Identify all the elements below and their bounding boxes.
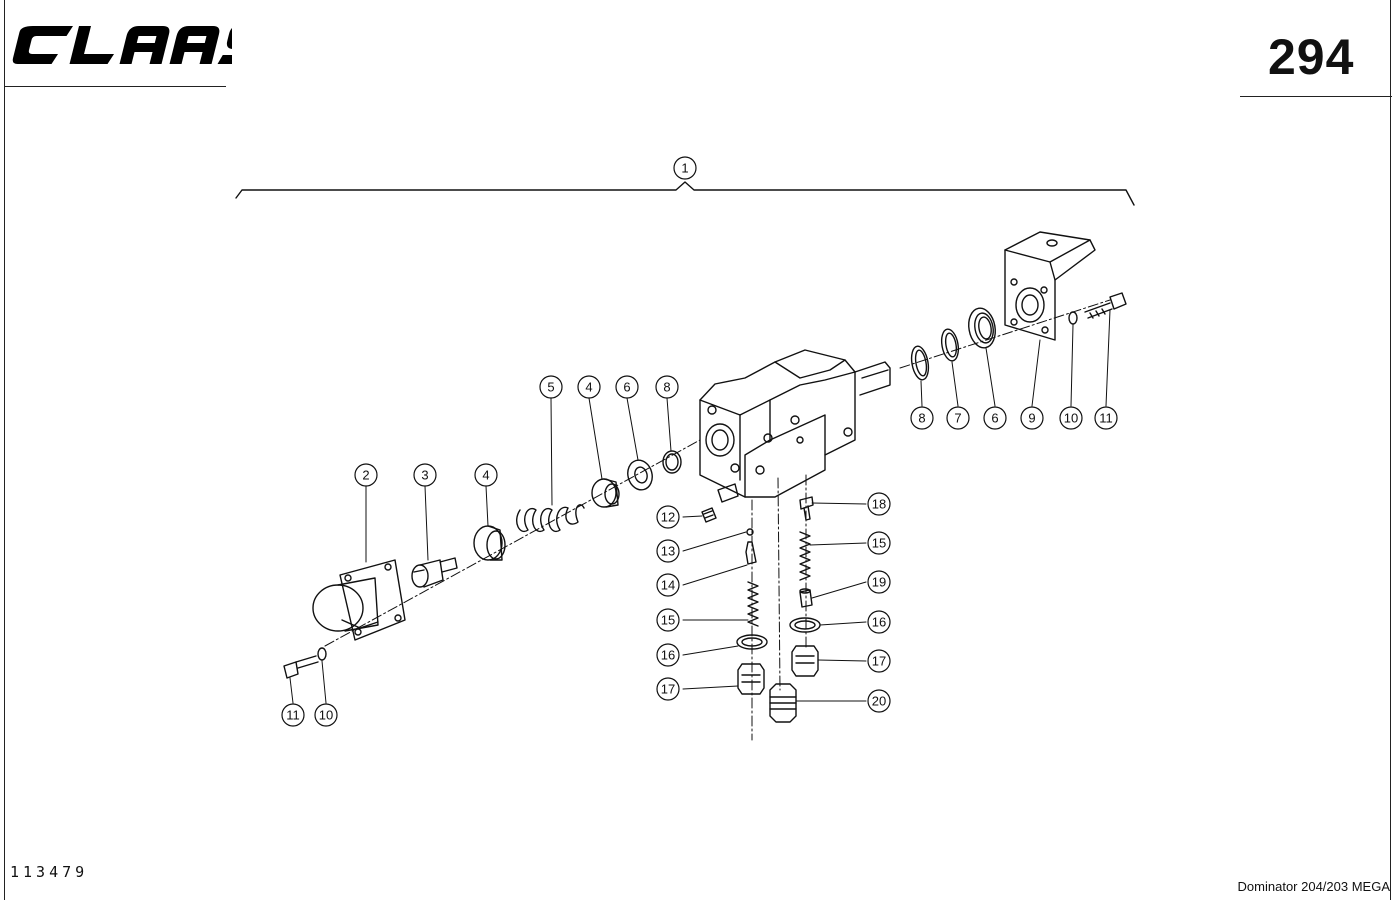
callout-label: 15: [661, 613, 675, 628]
callout-19: 19: [867, 570, 891, 594]
callout-label: 11: [286, 708, 300, 723]
callout-17: 17: [867, 649, 891, 673]
callout-4: 4: [577, 375, 601, 399]
callout-label: 5: [547, 380, 554, 395]
callout-label: 8: [663, 380, 670, 395]
callout-12: 12: [656, 505, 680, 529]
right-parts: [910, 231, 1127, 381]
callout-8: 8: [655, 375, 679, 399]
callout-label: 10: [319, 708, 333, 723]
frame-left-border: [4, 0, 5, 900]
drawing-number: 113479: [10, 863, 89, 881]
callout-label: 2: [362, 468, 369, 483]
callout-18: 18: [867, 492, 891, 516]
callout-16: 16: [867, 610, 891, 634]
callout-label: 19: [872, 575, 886, 590]
lower-parts: [701, 496, 821, 723]
frame-right-border: [1390, 0, 1391, 900]
callout-label: 10: [1064, 411, 1078, 426]
page-number-underline: [1240, 96, 1392, 97]
callout-9: 9: [1020, 406, 1044, 430]
valve-housing: [699, 349, 891, 503]
callout-label: 6: [623, 380, 630, 395]
callout-10: 10: [1059, 406, 1083, 430]
callout-label: 17: [661, 682, 675, 697]
assembly-bracket: [235, 181, 1135, 206]
callout-label: 13: [661, 544, 675, 559]
callout-label: 20: [872, 694, 886, 709]
callout-label: 18: [872, 497, 886, 512]
callout-label: 11: [1099, 411, 1113, 426]
callout-label: 12: [661, 510, 675, 525]
page-number: 294: [1268, 29, 1355, 85]
callout-17: 17: [656, 677, 680, 701]
callout-10: 10: [314, 703, 338, 727]
callout-3: 3: [413, 463, 437, 487]
callout-15: 15: [656, 608, 680, 632]
callout-16: 16: [656, 643, 680, 667]
callout-1: 1: [673, 156, 697, 180]
callout-4: 4: [474, 463, 498, 487]
callout-label: 9: [1028, 411, 1035, 426]
callout-label: 17: [872, 654, 886, 669]
callout-label: 4: [482, 468, 489, 483]
callout-label: 3: [421, 468, 428, 483]
claas-logo-icon: [12, 26, 232, 64]
callout-5: 5: [539, 375, 563, 399]
callout-label: 8: [918, 411, 925, 426]
callout-11: 11: [1094, 406, 1118, 430]
callout-11: 11: [281, 703, 305, 727]
model-name: Dominator 204/203 MEGA: [1237, 879, 1390, 894]
callout-label: 14: [661, 578, 675, 593]
callouts: 1 2 3 4 5 4 6 8 8 7 6 9 10 11 12 13 14 1…: [281, 156, 1118, 727]
callout-label: 16: [661, 648, 675, 663]
callout-label: 4: [585, 380, 592, 395]
logo-underline: [4, 86, 226, 87]
callout-label: 6: [991, 411, 998, 426]
callout-13: 13: [656, 539, 680, 563]
callout-2: 2: [354, 463, 378, 487]
callout-label: 1: [681, 161, 688, 176]
callout-15: 15: [867, 531, 891, 555]
callout-7: 7: [946, 406, 970, 430]
callout-6: 6: [615, 375, 639, 399]
callout-8: 8: [910, 406, 934, 430]
callout-label: 15: [872, 536, 886, 551]
callout-14: 14: [656, 573, 680, 597]
callout-label: 16: [872, 615, 886, 630]
callout-label: 7: [954, 411, 961, 426]
callout-20: 20: [867, 689, 891, 713]
callout-6: 6: [983, 406, 1007, 430]
